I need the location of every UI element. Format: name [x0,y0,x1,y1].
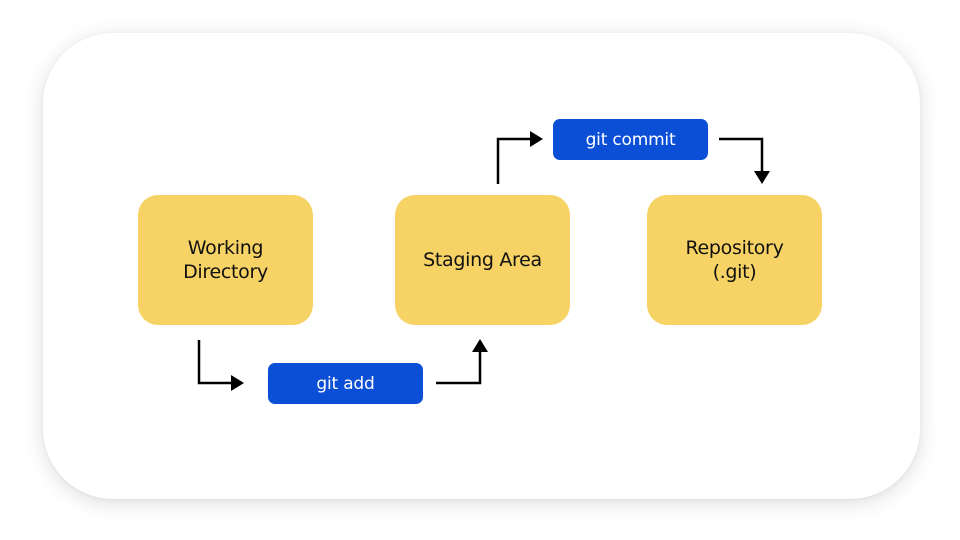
arrow-add-to-staging-head [472,339,488,352]
arrow-working-to-add-head [231,375,244,391]
staging-area-label: Staging Area [423,249,542,271]
arrow-commit-to-repository [719,137,764,175]
working-directory-node: Working Directory [138,195,313,325]
git-commit-command: git commit [553,119,708,160]
repository-git-label: (.git) [712,261,757,283]
repository-label: Repository [685,237,784,259]
git-add-label: git add [316,373,375,394]
arrow-commit-to-repository-head [754,171,770,184]
git-commit-label: git commit [585,129,676,150]
arrow-working-to-add [197,340,236,385]
repository-node: Repository (.git) [647,195,822,325]
arrow-staging-to-commit-head [530,131,543,147]
staging-area-node: Staging Area [395,195,570,325]
git-add-command: git add [268,363,423,404]
arrow-staging-to-commit [496,137,535,184]
working-directory-label: Working Directory [183,237,268,283]
arrow-add-to-staging [436,348,482,385]
